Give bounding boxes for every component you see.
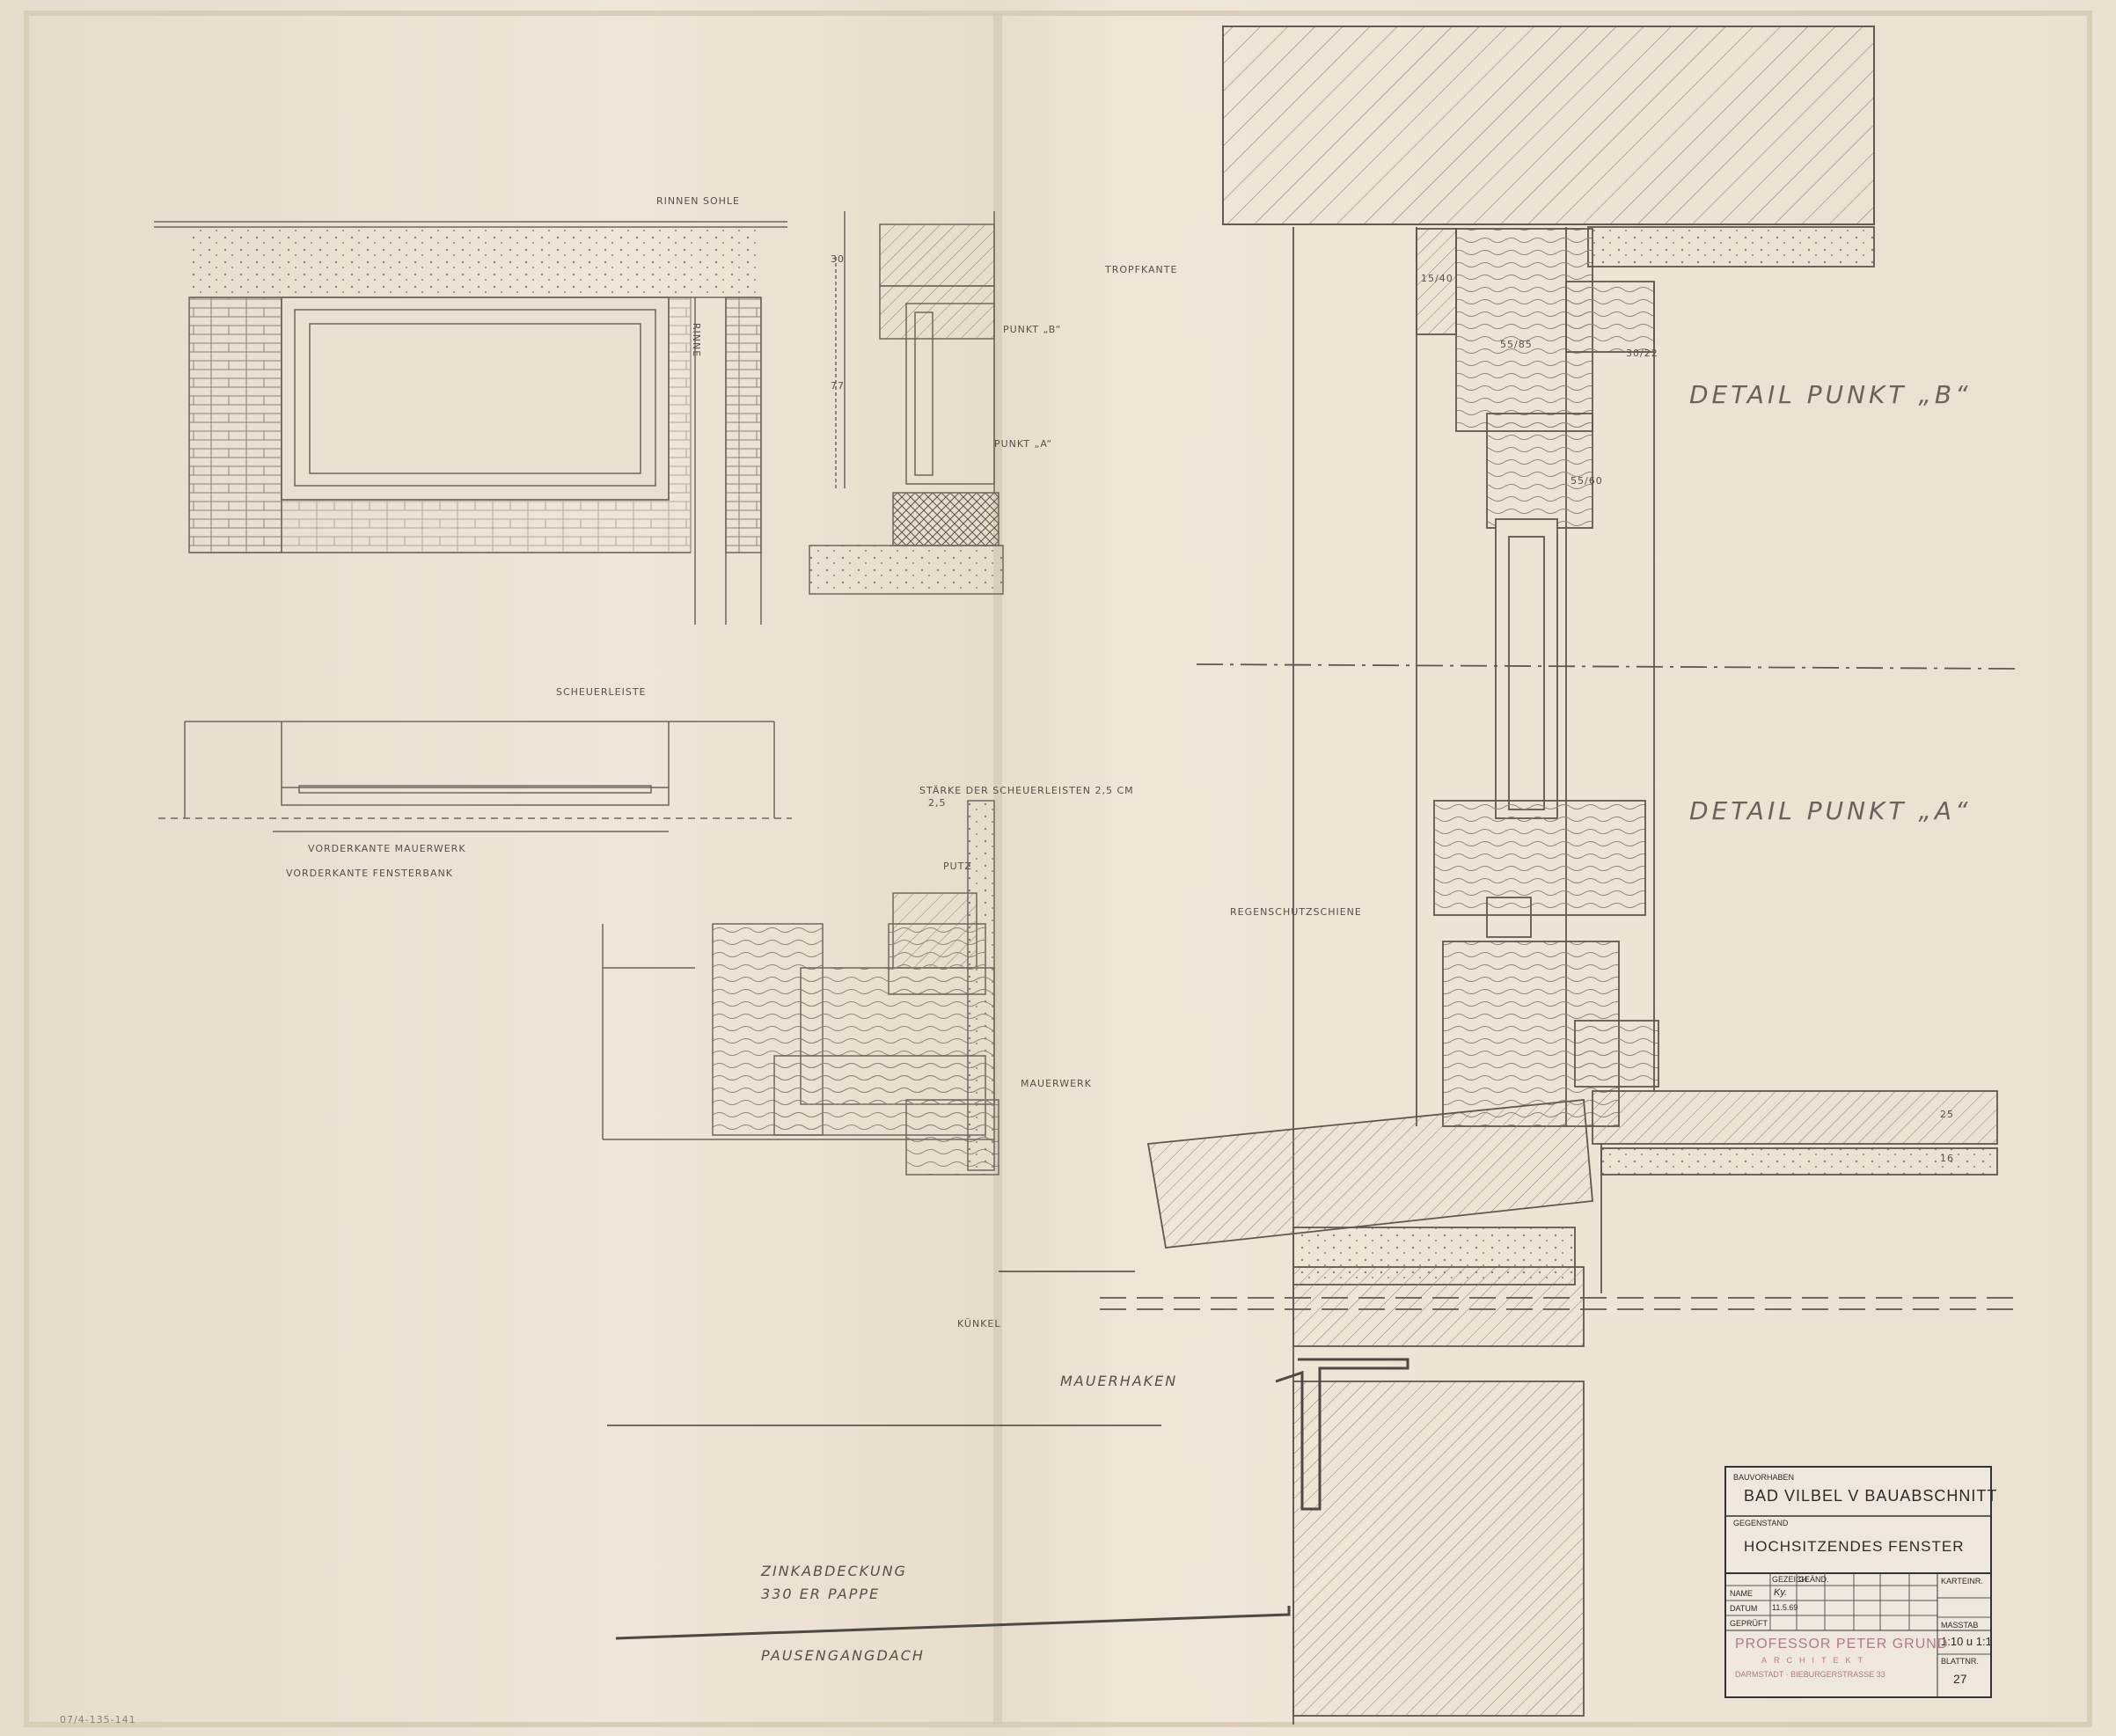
dim-16: 16: [1940, 1153, 1954, 1164]
label-detail-punkt-b: DETAIL PUNKT „B“: [1689, 380, 1972, 409]
tb-datum-value: 11.5.69: [1772, 1603, 1798, 1612]
tb-massstab: 1:10 u 1:1: [1941, 1635, 1992, 1648]
label-rinne: RINNE: [691, 322, 703, 358]
label-staerke-scheuerleisten: STÄRKE DER SCHEUERLEISTEN 2,5 CM: [919, 785, 1134, 796]
tb-bauvorhaben: BAD VILBEL V BAUABSCHNITT: [1744, 1487, 1998, 1505]
tb-blatt-label: BLATTNR.: [1941, 1657, 1979, 1666]
title-block-grid: [1726, 1515, 1990, 1696]
large-window-detail: [607, 26, 2016, 1725]
window-elevation: [154, 221, 787, 625]
title-block: BAUVORHABEN BAD VILBEL V BAUABSCHNITT GE…: [1724, 1466, 1996, 1698]
tb-bauvorhaben-label: BAUVORHABEN: [1733, 1473, 1795, 1482]
label-vorderkante-mauerwerk: VORDERKANTE MAUERWERK: [308, 843, 466, 854]
archive-number: 07/4-135-141: [60, 1714, 136, 1725]
tb-geaend: GEÄND.: [1798, 1575, 1829, 1584]
dim-30-22: 30/22: [1626, 348, 1658, 359]
dim-30: 30: [831, 253, 845, 265]
dim-77: 77: [831, 380, 845, 392]
tb-architect-stamp: PROFESSOR PETER GRUND: [1735, 1637, 1949, 1652]
tb-geprueft-label: GEPRÜFT: [1730, 1619, 1768, 1628]
tb-datum-label: DATUM: [1730, 1604, 1758, 1613]
tb-name-label: NAME: [1730, 1589, 1754, 1598]
label-regenschutzschiene: REGENSCHUTZSCHIENE: [1230, 906, 1362, 918]
label-pappe: 330 ER PAPPE: [761, 1586, 881, 1602]
label-putz: PUTZ: [943, 861, 972, 872]
label-mauerhaken: MAUERHAKEN: [1060, 1373, 1178, 1389]
label-punkt-a-small: PUNKT „A“: [994, 438, 1053, 450]
label-rinnen-sohle: RINNEN SOHLE: [656, 195, 741, 207]
tb-gezeich: GEZEICH: [1772, 1575, 1808, 1584]
dim-55-60: 55/60: [1571, 475, 1603, 487]
tb-massstab-label: MASSTAB: [1941, 1621, 1979, 1630]
label-detail-punkt-a: DETAIL PUNKT „A“: [1689, 796, 1972, 825]
dim-25: 25: [1940, 1109, 1954, 1120]
label-mauerwerk: MAUERWERK: [1021, 1078, 1092, 1089]
sill-detail: [602, 800, 999, 1176]
label-zinkabdeckung: ZINKABDECKUNG: [761, 1563, 907, 1579]
tb-gegenstand: HOCHSITZENDES FENSTER: [1744, 1538, 1965, 1555]
dim-15-40: 15/40: [1421, 273, 1453, 284]
label-punkt-b-small: PUNKT „B“: [1003, 324, 1062, 335]
label-vorderkante-fensterbank: VORDERKANTE FENSTERBANK: [286, 868, 453, 879]
tb-gegenstand-label: GEGENSTAND: [1733, 1519, 1789, 1527]
dim-2-5: 2,5: [928, 797, 947, 809]
label-kuenkel: KÜNKEL: [957, 1318, 1001, 1329]
label-tropfkante: TROPFKANTE: [1105, 264, 1178, 275]
label-scheuerleiste: SCHEUERLEISTE: [556, 686, 647, 698]
dim-55-85: 55/85: [1500, 339, 1533, 350]
tb-karteinr: KARTEINR.: [1941, 1577, 1983, 1586]
window-plan: [158, 721, 792, 832]
tb-address: DARMSTADT · BIEBURGERSTRASSE 33: [1735, 1670, 1885, 1679]
tb-blatt: 27: [1953, 1672, 1967, 1686]
window-section-small: [809, 211, 1004, 595]
tb-architect-sub: ARCHITEKT: [1761, 1656, 1871, 1665]
label-pausengangdach: PAUSENGANGDACH: [761, 1647, 925, 1664]
tb-name-value: Ky.: [1774, 1587, 1788, 1598]
